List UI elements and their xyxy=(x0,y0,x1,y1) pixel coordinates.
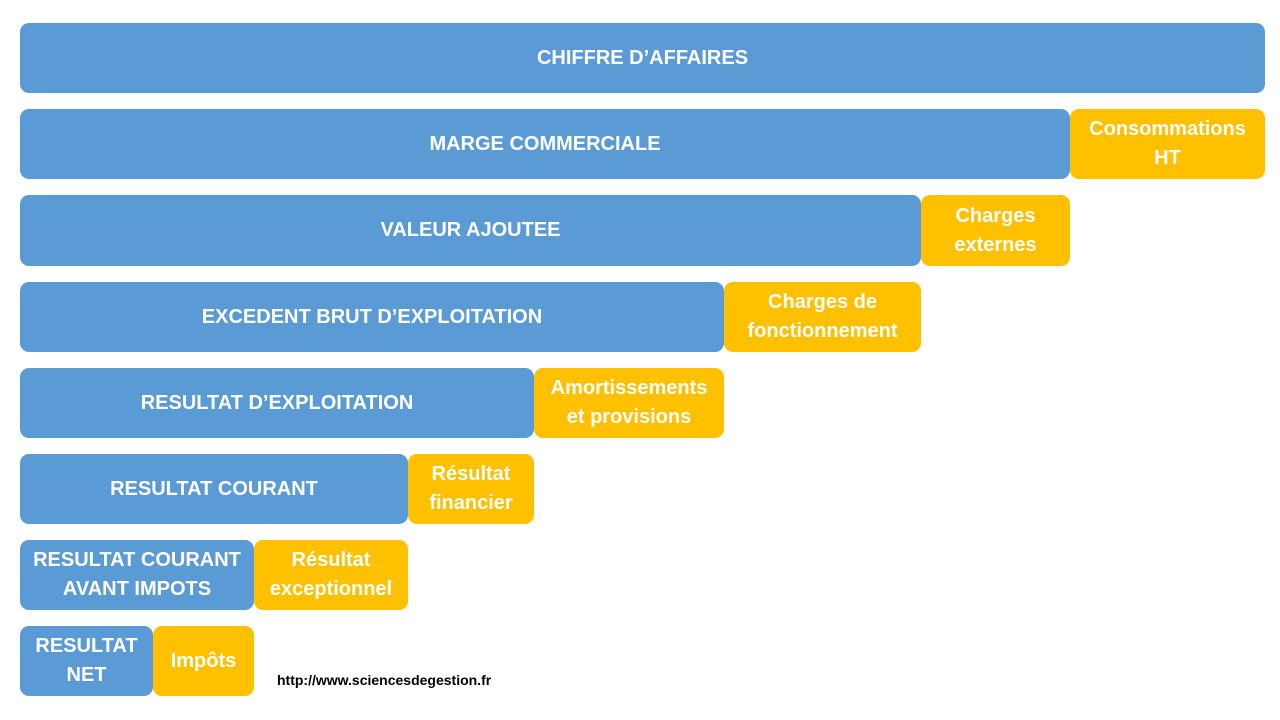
deduction-box-resultat-financier: Résultat financier xyxy=(408,454,534,524)
level-box-resultat-exploitation: RESULTAT D’EXPLOITATION xyxy=(20,368,534,438)
level-box-chiffre-affaires: CHIFFRE D’AFFAIRES xyxy=(20,23,1265,93)
deduction-box-charges-externes: Charges externes xyxy=(921,195,1070,266)
level-box-resultat-courant-avant-impots: RESULTAT COURANT AVANT IMPOTS xyxy=(20,540,254,610)
deduction-box-consommations-ht: Consommations HT xyxy=(1070,109,1265,179)
deduction-box-charges-fonctionnement: Charges de fonctionnement xyxy=(724,282,921,352)
source-url: http://www.sciencesdegestion.fr xyxy=(277,672,492,688)
deduction-box-amortissements-provisions: Amortissements et provisions xyxy=(534,368,724,438)
deduction-box-impots: Impôts xyxy=(153,626,254,696)
level-box-resultat-net: RESULTAT NET xyxy=(20,626,153,696)
level-box-excedent-brut-exploitation: EXCEDENT BRUT D’EXPLOITATION xyxy=(20,282,724,352)
level-box-resultat-courant: RESULTAT COURANT xyxy=(20,454,408,524)
level-box-valeur-ajoutee: VALEUR AJOUTEE xyxy=(20,195,921,266)
deduction-box-resultat-exceptionnel: Résultat exceptionnel xyxy=(254,540,408,610)
level-box-marge-commerciale: MARGE COMMERCIALE xyxy=(20,109,1070,179)
